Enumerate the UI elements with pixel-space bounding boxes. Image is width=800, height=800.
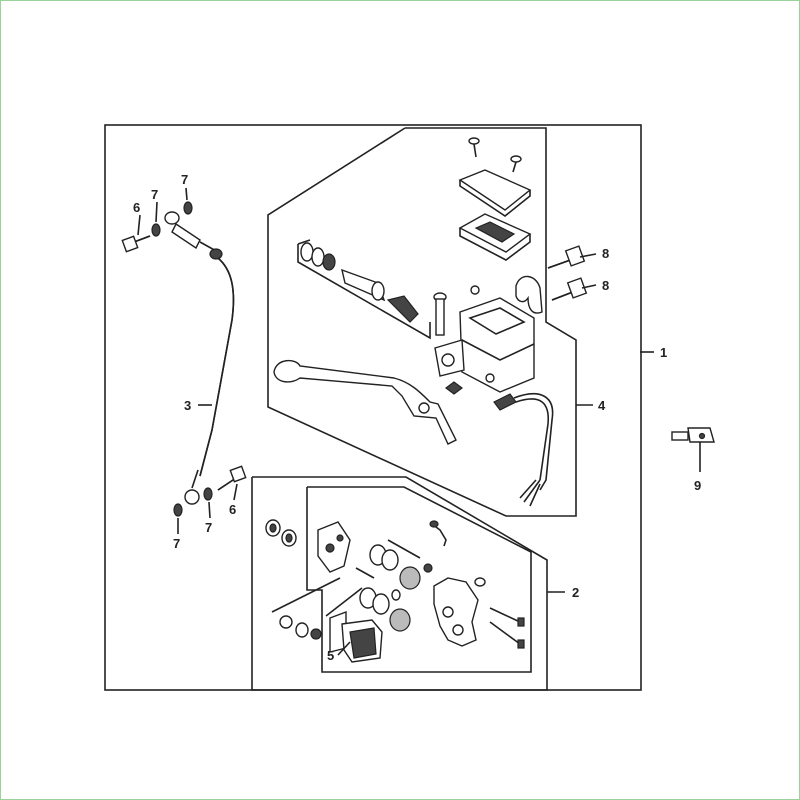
master-cylinder-body [434, 285, 535, 393]
callout-8-upper: 8 [602, 246, 609, 261]
callout-4: 4 [598, 398, 606, 413]
pivot-nut [445, 381, 463, 395]
brake-pad [329, 610, 383, 663]
hose-bolt-bottom [217, 465, 247, 491]
master-cylinder-subframe [267, 127, 577, 517]
callout-7-top-right: 7 [181, 172, 188, 187]
piston-kit [300, 242, 419, 323]
pivot-bolt [433, 292, 447, 336]
hose-washer-top-right [183, 201, 193, 215]
callout-2: 2 [572, 585, 579, 600]
callout-7-bottom-right: 7 [205, 520, 212, 535]
key-part [671, 427, 715, 443]
reservoir-screw [468, 137, 522, 173]
hose-washer-bottom-left [173, 503, 183, 517]
caliper-subframe-outer [251, 476, 548, 691]
caliper-body [433, 577, 479, 647]
callout-7-bottom-left: 7 [173, 536, 180, 551]
callout-1: 1 [660, 345, 667, 360]
caliper-subframe-inner [306, 486, 532, 673]
brake-hose-group [164, 211, 235, 505]
holder-clamp [515, 275, 543, 314]
callout-8-lower: 8 [602, 278, 609, 293]
hose-bolt-top [121, 235, 151, 253]
hose-washer-bottom-right [203, 487, 213, 501]
holder-bolt-lower [551, 277, 588, 301]
brake-switch [493, 393, 554, 507]
leader-lines [137, 187, 701, 656]
callout-9: 9 [694, 478, 701, 493]
callout-3: 3 [184, 398, 191, 413]
callout-5: 5 [327, 648, 334, 663]
callout-7-top-left: 7 [151, 187, 158, 202]
caliper-group [265, 519, 525, 663]
hose-washer-top-left [151, 223, 161, 237]
brake-lever [273, 359, 457, 445]
holder-bolt-upper [547, 245, 586, 269]
callout-6-bottom: 6 [229, 502, 236, 517]
master-cylinder-group [273, 137, 588, 507]
callout-6-top: 6 [133, 200, 140, 215]
